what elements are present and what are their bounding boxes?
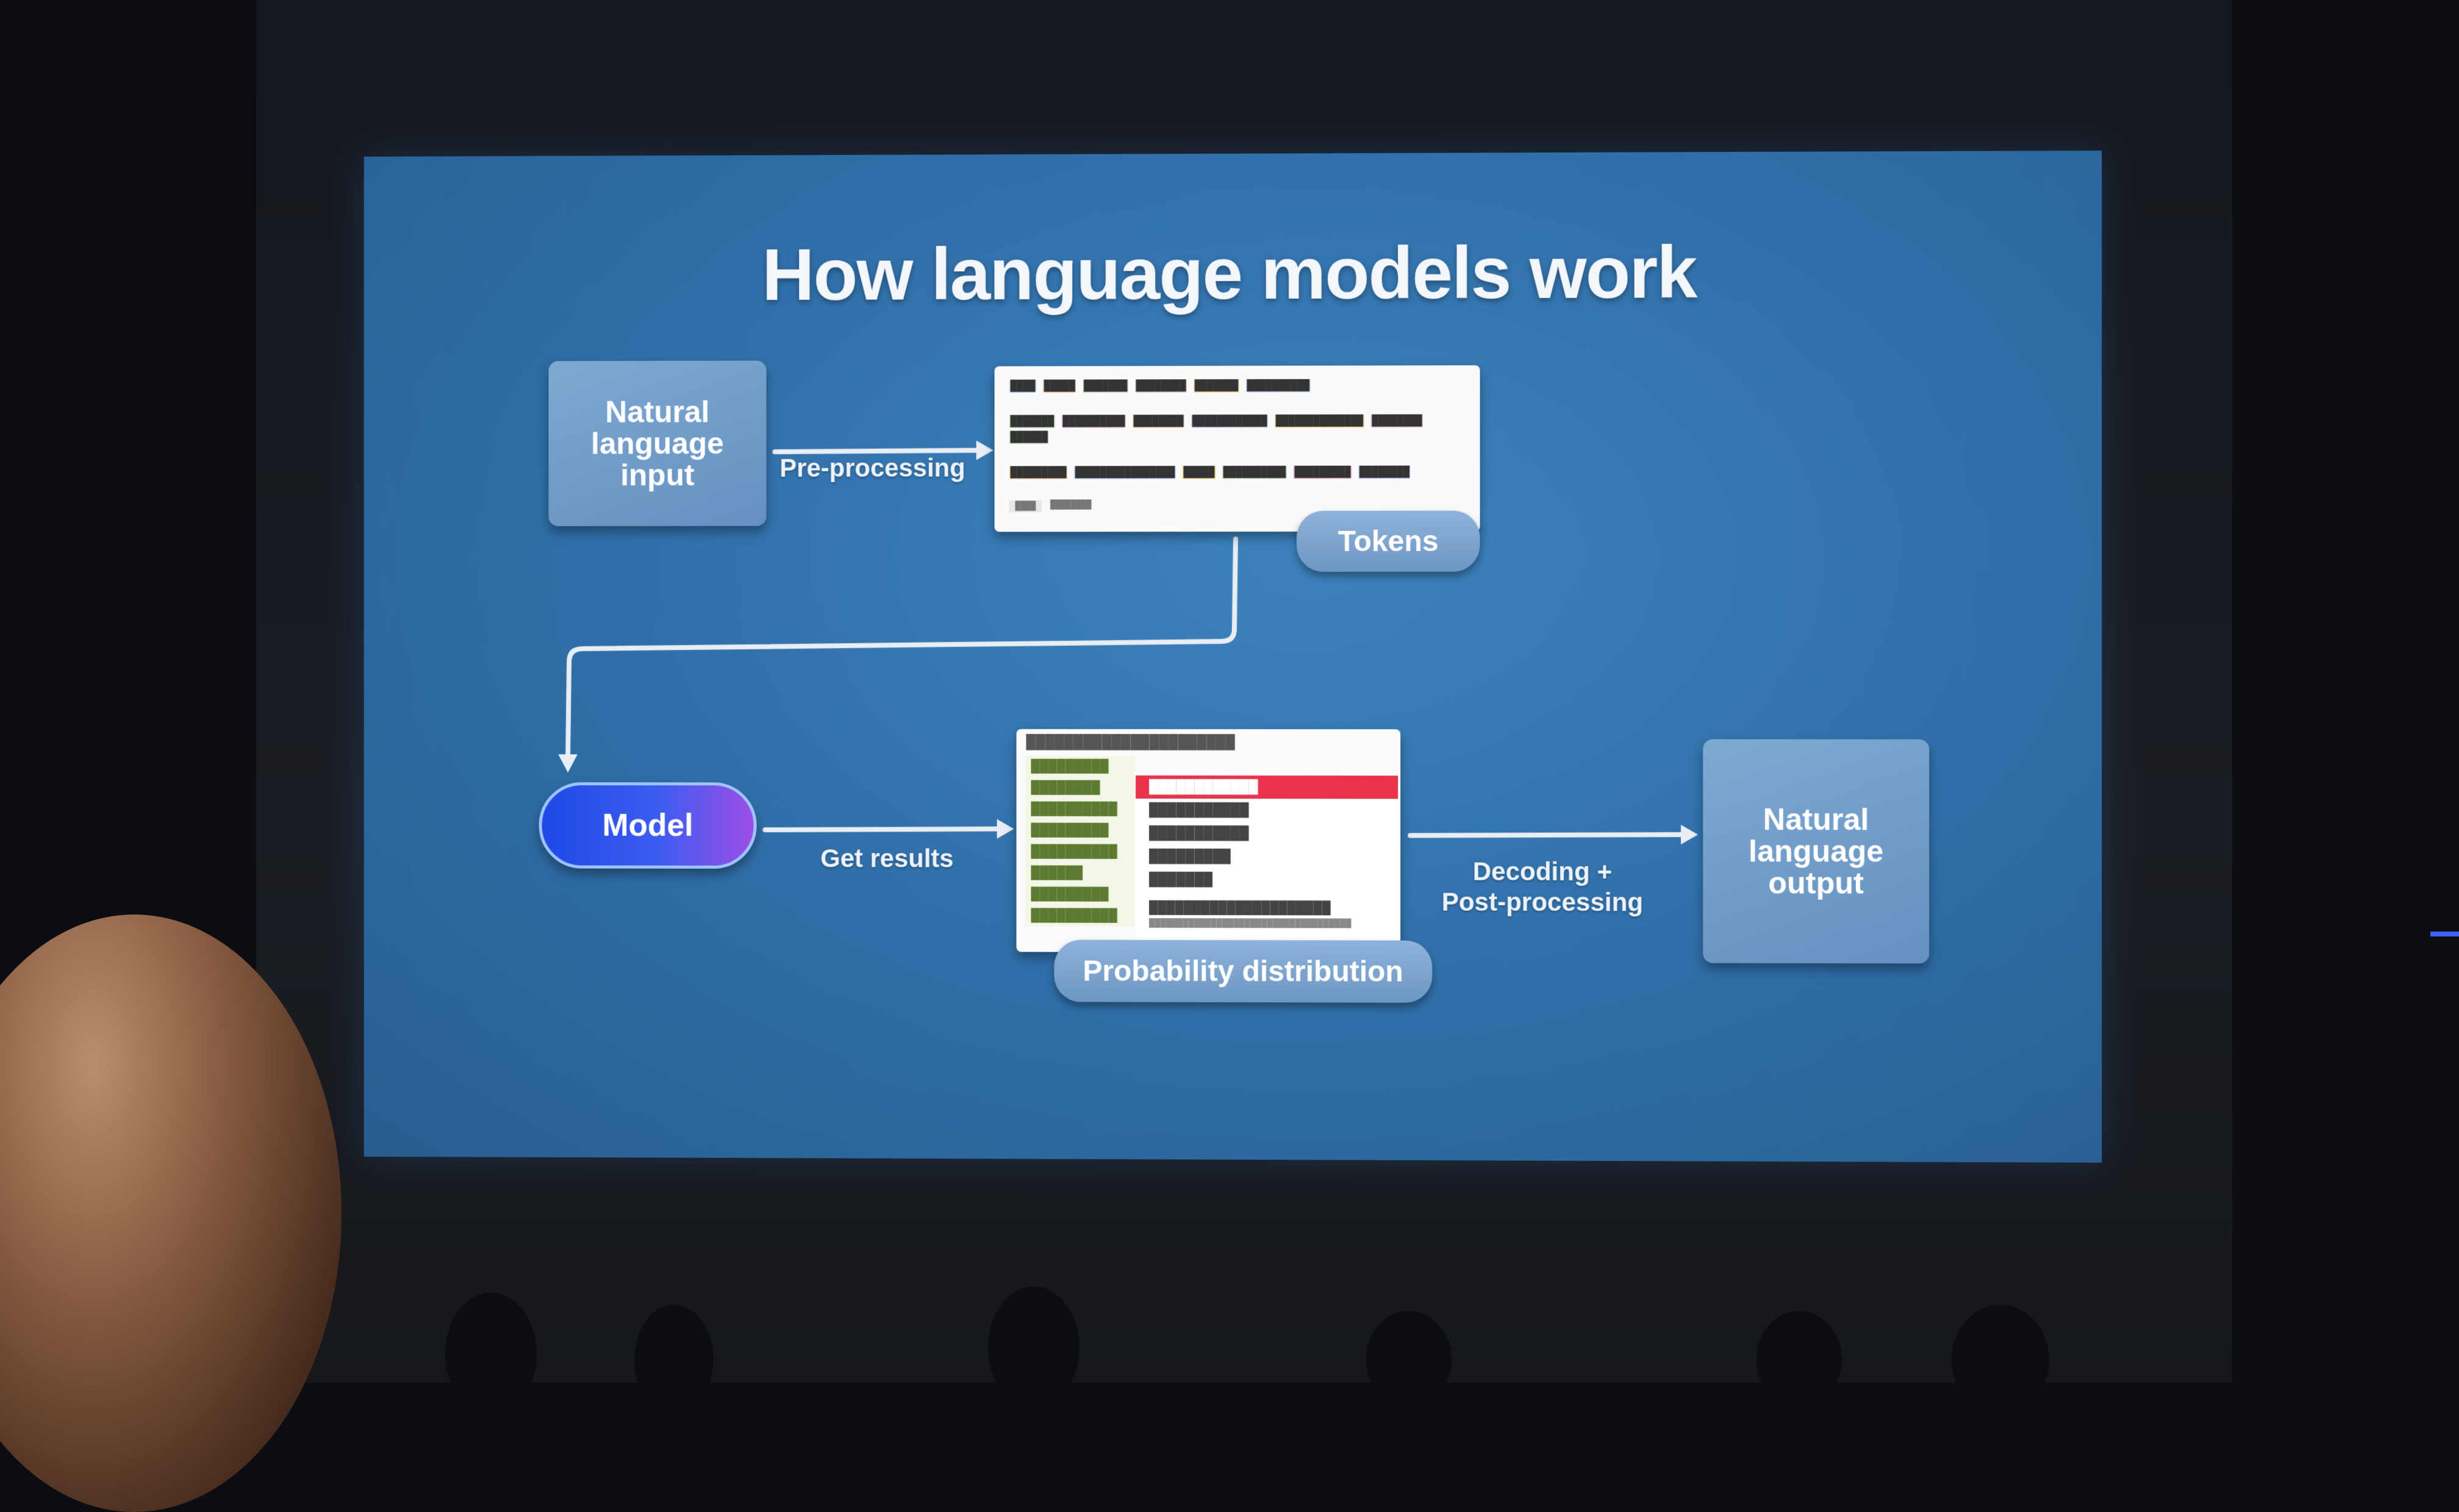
list-item: ██████ [1025, 862, 1135, 884]
probability-preview: ██████████████████████ █████████ ███████… [1016, 729, 1401, 953]
decoding-label: Decoding + Post-processing [1441, 857, 1644, 917]
arrow-down-icon [558, 754, 578, 773]
list-item: █████████ [1025, 755, 1135, 777]
projector-screen: How language models work Natural languag… [363, 151, 2102, 1163]
get-results-label: Get results [820, 844, 954, 873]
prob-preview-heading: ██████████████████████ [1026, 733, 1235, 750]
token-line: ███████ ██████████ ████████ ████████████… [1009, 413, 1466, 445]
arrow-get-results [765, 829, 1001, 830]
natural-language-output-box: Natural language output [1703, 739, 1930, 964]
prob-note: ████████████████████████████████████ [1149, 918, 1351, 928]
prob-row: ████████████ [1136, 775, 1398, 799]
arrow-preprocessing [775, 451, 979, 452]
prob-row: ███████████ [1149, 802, 1249, 818]
prob-total: █████████████████████ [1149, 900, 1331, 915]
preprocessing-label: Pre-processing [779, 453, 965, 482]
token-line: ████ █████ ███████ ████████ ███████ ████… [1009, 377, 1466, 394]
tokenizer-tab: ████████ [1050, 500, 1092, 510]
arrow-right-icon [1681, 824, 1698, 844]
list-item: ██████████ [1025, 798, 1135, 820]
tokens-label: Tokens [1297, 510, 1480, 572]
arrow-right-icon [976, 440, 993, 460]
prob-popup: ████████████ ███████████ ███████████ ███… [1136, 775, 1398, 941]
audience-silhouettes [366, 1286, 2458, 1414]
list-item: █████████ [1025, 883, 1135, 905]
token-line: █████████ ████████████████ █████ ███████… [1009, 464, 1466, 480]
slide-title: How language models work [762, 231, 1697, 316]
list-item: ██████████ [1025, 841, 1135, 863]
list-item: █████████ [1025, 819, 1135, 841]
prob-row: █████████ [1149, 849, 1231, 864]
arrow-right-icon [997, 819, 1014, 839]
list-item: ████████ [1025, 777, 1135, 799]
list-item: ██████████ [1025, 905, 1135, 927]
probability-distribution-label: Probability distribution [1054, 940, 1433, 1003]
tokenizer-preview: ████ █████ ███████ ████████ ███████ ████… [994, 365, 1480, 532]
tokenizer-tab: ████ [1009, 500, 1042, 513]
prob-ingredient-list: █████████ ████████ ██████████ █████████ … [1025, 755, 1135, 927]
prob-row: ███████████ [1149, 826, 1249, 841]
prob-row: ███████ [1149, 872, 1213, 886]
model-box: Model [539, 782, 757, 869]
natural-language-input-box: Natural language input [548, 360, 767, 527]
arrow-tokens-to-model [568, 539, 1236, 757]
blue-edge-light [2430, 932, 2459, 936]
arrow-decoding [1410, 834, 1684, 836]
